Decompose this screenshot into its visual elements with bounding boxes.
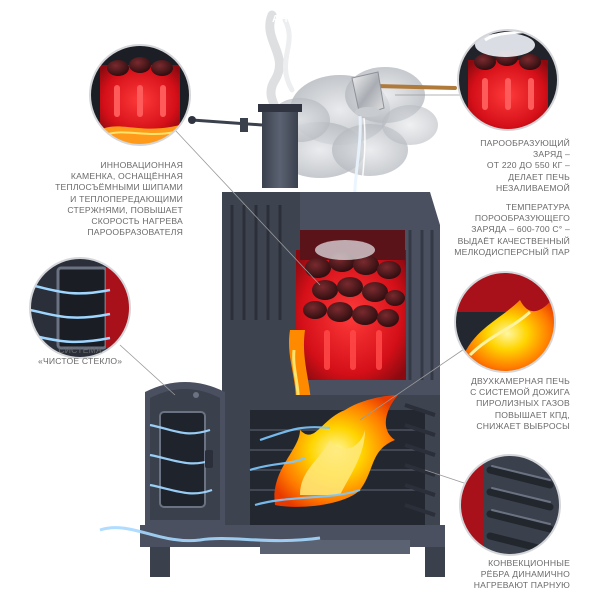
callout-clean-glass: СИСТЕМА «ЧИСТОЕ СТЕКЛО»	[38, 345, 123, 367]
inset-steam-charge	[457, 29, 559, 131]
stones-icon	[303, 252, 405, 327]
callout-temperature: ТЕМПЕРАТУРА ПОРООБРАЗУЮЩЕГО ЗАРЯДА – 600…	[454, 202, 570, 257]
inset-clean-glass	[29, 257, 131, 359]
stone-chamber	[222, 192, 440, 395]
steam-cloud	[265, 10, 438, 178]
inset-stone-heater	[89, 44, 191, 146]
callout-two-chamber: ДВУХКАМЕРНАЯ ПЕЧЬ С СИСТЕМОЙ ДОЖИГА ПИРО…	[470, 376, 570, 431]
fire-icon	[274, 395, 398, 507]
leader-lines	[119, 94, 471, 486]
inset-convection	[459, 454, 561, 556]
title-fragment: АНИ	[272, 14, 297, 25]
inset-pyrolysis	[454, 271, 556, 373]
callout-steam-charge: ПАРООБРАЗУЮЩИЙ ЗАРЯД – ОТ 220 ДО 550 КГ …	[480, 138, 570, 193]
firebox	[225, 395, 440, 540]
callout-innovative-heater: ИННОВАЦИОННАЯ КАМЕНКА, ОСНАЩЁННАЯ ТЕПЛОС…	[55, 160, 183, 238]
callout-convection: КОНВЕКЦИОННЫЕ РЁБРА ДИНАМИЧНО НАГРЕВАЮТ …	[473, 558, 570, 591]
chimney	[188, 104, 302, 188]
firebox-door	[145, 382, 225, 525]
stove-base	[99, 525, 445, 577]
